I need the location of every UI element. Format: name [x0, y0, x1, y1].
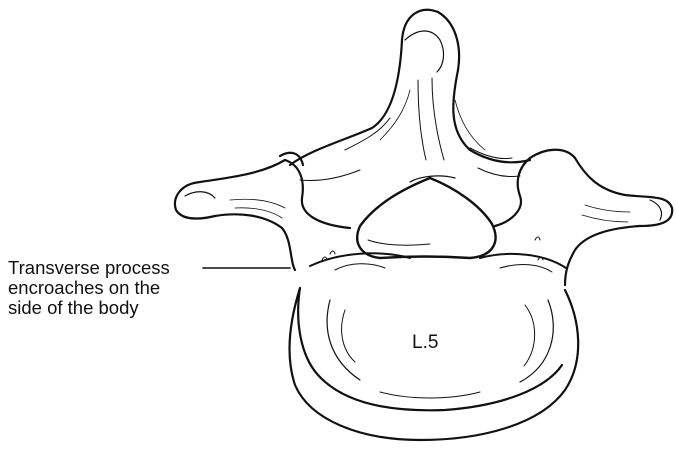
transverse-process-callout: Transverse process encroaches on the sid…	[8, 258, 170, 318]
vertebral-arch	[280, 150, 575, 228]
vertebral-body	[290, 288, 579, 440]
vertebral-foramen	[357, 178, 495, 258]
right-transverse-process	[535, 158, 672, 285]
callout-line-1: Transverse process	[8, 258, 170, 278]
vertebra-level-label: L.5	[412, 332, 438, 354]
spinous-process	[290, 10, 530, 165]
callout-line-3: side of the body	[8, 298, 170, 318]
callout-line-2: encroaches on the	[8, 278, 170, 298]
